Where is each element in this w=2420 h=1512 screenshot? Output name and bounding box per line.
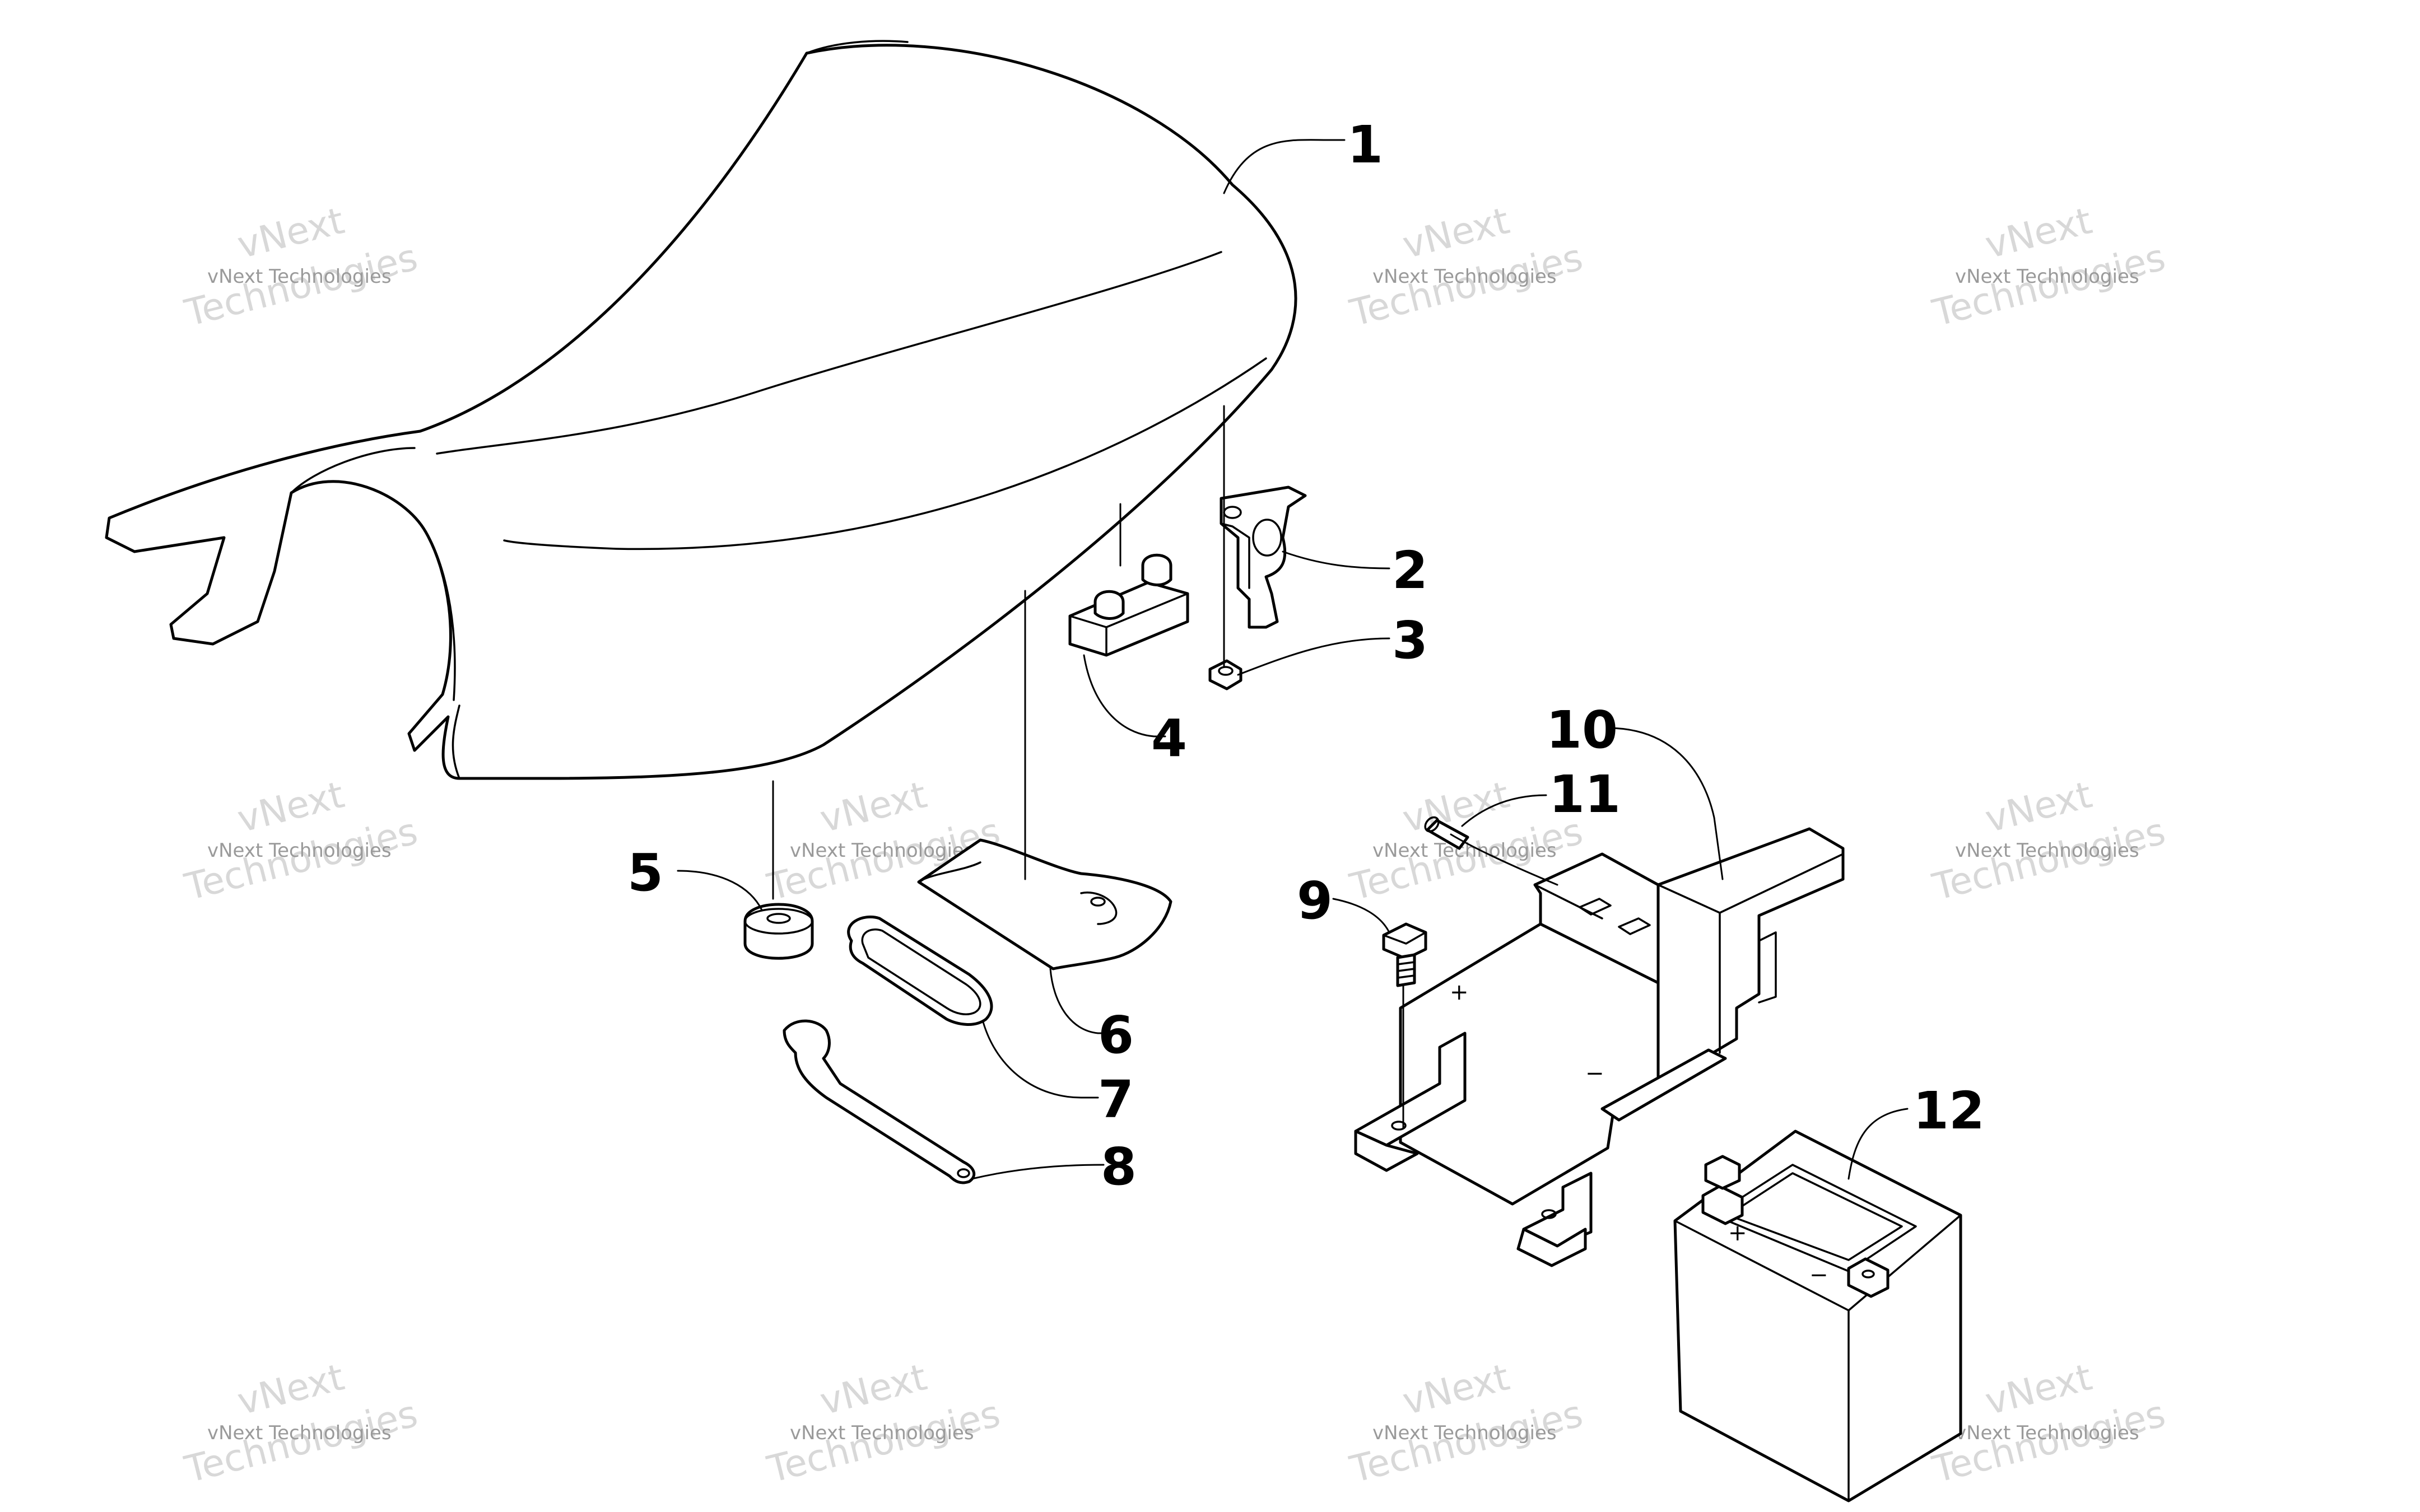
callout-5[interactable]: 5 bbox=[627, 843, 663, 903]
watermark-line: vNext Technologies bbox=[207, 839, 392, 862]
battery-part-12[interactable]: + − bbox=[1673, 1130, 1962, 1502]
watermark-line: vNext Technologies bbox=[1955, 839, 2139, 862]
watermark-line: vNext Technologies bbox=[1372, 265, 1557, 288]
assembly-guides bbox=[772, 405, 1404, 1130]
callout-leaders bbox=[677, 139, 1909, 1180]
latch-part-2[interactable] bbox=[1220, 486, 1307, 629]
callout-8[interactable]: 8 bbox=[1101, 1137, 1137, 1197]
callout-2[interactable]: 2 bbox=[1392, 540, 1428, 600]
callout-3[interactable]: 3 bbox=[1392, 610, 1428, 670]
watermark-line: vNext Technologies bbox=[1372, 1422, 1557, 1444]
callout-11[interactable]: 11 bbox=[1549, 764, 1621, 824]
spanner-wrench-part-8[interactable] bbox=[783, 1019, 976, 1184]
callout-7[interactable]: 7 bbox=[1098, 1070, 1134, 1130]
callout-labels: 1 2 3 4 5 6 7 8 9 10 11 12 bbox=[627, 115, 1985, 1197]
bumper-block-part-4[interactable] bbox=[1068, 553, 1189, 657]
watermark-line: vNext Technologies bbox=[207, 1422, 392, 1444]
bolt-part-9[interactable] bbox=[1382, 922, 1427, 987]
callout-6[interactable]: 6 bbox=[1098, 1005, 1134, 1065]
callout-1[interactable]: 1 bbox=[1347, 115, 1383, 175]
pin-part-11[interactable] bbox=[1422, 815, 1469, 850]
grommet-part-5[interactable] bbox=[743, 903, 814, 960]
tool-pouch-part-6[interactable] bbox=[917, 838, 1172, 970]
callout-9[interactable]: 9 bbox=[1297, 871, 1333, 931]
battery-plus-mark: + bbox=[1728, 1220, 1747, 1246]
battery-bracket-part-10[interactable]: + − bbox=[1354, 827, 1845, 1267]
bracket-minus-mark: − bbox=[1585, 1061, 1604, 1086]
watermark-line: vNext Technologies bbox=[1955, 265, 2139, 288]
strap-ring-part-7[interactable] bbox=[847, 915, 993, 1026]
callout-12[interactable]: 12 bbox=[1913, 1081, 1985, 1141]
watermark-line: vNext Technologies bbox=[1955, 1422, 2139, 1444]
battery-minus-mark: − bbox=[1809, 1262, 1828, 1288]
nut-part-3[interactable] bbox=[1208, 659, 1242, 690]
watermark-line: vNext Technologies bbox=[790, 1422, 974, 1444]
bracket-plus-mark: + bbox=[1450, 979, 1469, 1005]
watermark-line: vNext Technologies bbox=[790, 839, 974, 862]
callout-10[interactable]: 10 bbox=[1546, 700, 1618, 760]
callout-4[interactable]: 4 bbox=[1151, 708, 1187, 768]
seat-part-1[interactable] bbox=[105, 40, 1297, 780]
watermark-line: vNext Technologies bbox=[207, 265, 392, 288]
